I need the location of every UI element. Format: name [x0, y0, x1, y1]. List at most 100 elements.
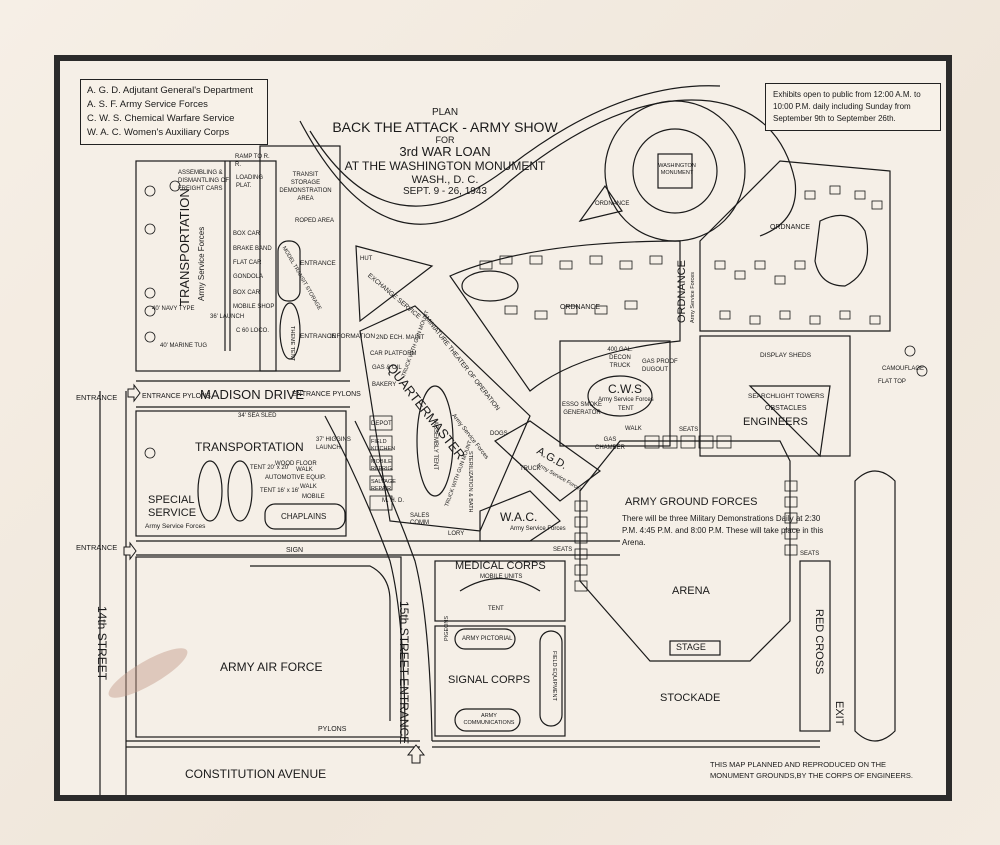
field-kitchen-label: FIELD KITCHEN — [371, 439, 396, 452]
constitution-avenue-label: CONSTITUTION AVENUE — [185, 767, 327, 781]
trees — [144, 180, 928, 459]
medical-mobile-arch — [459, 577, 541, 592]
flat-car-label: FLAT CAR — [233, 260, 262, 266]
title-main: BACK THE ATTACK - ARMY SHOW — [332, 118, 558, 135]
engineers-label: ENGINEERS — [743, 416, 808, 428]
ordnance-sub-label: Army Service Forces — [690, 271, 696, 323]
cws-area — [559, 340, 671, 447]
obstacles-label: OBSTACLES — [765, 405, 807, 412]
sales-comm-label: SALES COMM — [410, 513, 430, 526]
salvage-repair-label: SALVAGE REPAIR — [371, 479, 396, 492]
entrance-model: ENTRANCE — [300, 260, 336, 267]
field-equipment-label: FIELD EQUIPMENT — [551, 651, 557, 701]
chaplains-tent — [264, 503, 346, 530]
assembly-tent — [416, 385, 454, 497]
camouflage-label: CAMOUFLAGE — [882, 366, 925, 372]
signal-corps-label: SIGNAL CORPS — [448, 674, 531, 686]
cws-tent-label: TENT — [618, 406, 634, 412]
mobile-label: MOBILE — [302, 494, 325, 500]
engineers-area — [699, 335, 851, 457]
marine-tug-label: 40' MARINE TUG — [160, 343, 208, 349]
esso-label: ESSO SMOKE GENERATOR — [562, 402, 603, 416]
legend-box: A. G. D. Adjutant General's Department A… — [80, 79, 268, 145]
building-blocks — [369, 185, 883, 592]
army-air-force-area — [135, 556, 402, 738]
flat-top-label: FLAT TOP — [878, 379, 906, 385]
quartermaster-area — [359, 305, 531, 532]
title-plan: PLAN — [431, 107, 459, 118]
legend-item: A. G. D. Adjutant General's Department — [87, 85, 254, 96]
chaplains-label: CHAPLAINS — [281, 512, 327, 521]
walk-label: WALK — [296, 467, 313, 473]
fifteenth-street-west — [324, 415, 406, 742]
loco-label: C 60 LOCO. — [236, 328, 270, 334]
depot-label: DEPOT — [371, 421, 392, 427]
arrow-fifteenth — [406, 744, 426, 764]
fourteenth-street-label: 14th STREET — [95, 606, 109, 681]
north-drive-inner — [309, 85, 721, 207]
army-communications-box — [454, 708, 521, 732]
map-frame: A. G. D. Adjutant General's Department A… — [54, 55, 952, 801]
assembling-label: ASSEMBLING & DISMANTLING OF FREIGHT CARS — [178, 170, 230, 192]
mhd-label: M. H. D. — [382, 498, 404, 504]
title-location: AT THE WASHINGTON MONUMENT — [344, 158, 546, 173]
fifteenth-street-label: 15th STREET ENTRANCE — [397, 601, 411, 745]
agd-area — [493, 420, 602, 502]
red-cross-label: RED CROSS — [813, 609, 825, 675]
hut-label: HUT — [360, 256, 373, 262]
cws-oval — [587, 375, 653, 417]
title-dates: SEPT. 9 - 26, 1943 — [403, 186, 487, 198]
stage-label: STAGE — [676, 642, 706, 652]
arena-label: ARENA — [672, 585, 710, 597]
ordnance-main-label: ORDNANCE — [676, 260, 688, 323]
medical-corps-label: MEDICAL CORPS — [455, 560, 546, 572]
sign-label: SIGN — [286, 547, 304, 554]
red-cross-area — [799, 560, 831, 732]
mobile-refrig-label: MOBILE REFRIG. — [371, 459, 394, 472]
legend-item: C. W. S. Chemical Warfare Service — [87, 113, 235, 124]
box-car-2-label: BOX CAR — [233, 290, 261, 296]
wac-sub: Army Service Forces — [510, 526, 566, 532]
navy-type-label: 40' NAVY TYPE — [152, 306, 195, 312]
transportation-sub-label: Army Service Forces — [197, 226, 206, 301]
special-service-sub: Army Service Forces — [145, 523, 206, 530]
entrance-pylons-right: ENTRANCE PYLONS — [292, 391, 361, 398]
seats-label-3: SEATS — [553, 547, 573, 553]
wac-area — [479, 490, 561, 542]
transportation-area — [135, 160, 277, 372]
north-drive — [299, 99, 797, 237]
gondola-label: GONDOLA — [233, 274, 264, 280]
special-tent-1 — [197, 460, 223, 522]
cws-sub: Army Service Forces — [598, 397, 654, 403]
entrance-information: ENTRANCE — [300, 333, 336, 340]
assembly-tent-label: ASSEMBLY TENT — [432, 421, 438, 471]
army-pictorial-label: ARMY PICTORIAL — [462, 636, 513, 642]
field-equipment-box — [539, 630, 563, 727]
information-label: INFORMATION — [330, 333, 376, 340]
legend-item: W. A. C. Women's Auxiliary Corps — [87, 127, 230, 138]
model-transit-storage — [277, 240, 301, 302]
title-city: WASH., D. C. — [411, 173, 479, 186]
bakery-label: BAKERY — [372, 382, 397, 388]
medical-corps-area — [434, 560, 566, 622]
seats-label: SEATS — [679, 427, 699, 433]
transportation-lower — [135, 410, 347, 537]
arrow-west-top — [127, 383, 141, 403]
special-service-label: SPECIAL SERVICE — [148, 494, 197, 519]
wood-floor-label: WOOD FLOOR — [275, 461, 317, 467]
transportation-main-label: TRANSPORTATION — [177, 188, 192, 306]
seats-label-2: SEATS — [800, 551, 820, 557]
madison-drive-label: MADISON DRIVE — [200, 387, 305, 402]
loading-plat-label: LOADING PLAT. — [236, 175, 264, 189]
tent-20-label: TENT 20' x 20' — [250, 465, 290, 471]
box-car-1-label: BOX CAR — [233, 231, 261, 237]
lory-label: LORY — [448, 531, 465, 537]
display-sheds-label: DISPLAY SHEDS — [760, 352, 812, 359]
pylons-label: PYLONS — [318, 726, 347, 733]
mobile-units-label: MOBILE UNITS — [480, 574, 523, 580]
cws-label: C.W.S — [608, 382, 643, 396]
ordnance-oval-track — [814, 214, 869, 287]
brake-band-label: BRAKE BAND — [233, 246, 272, 252]
entrance-arrows — [123, 383, 426, 764]
roped-area-label: ROPED AREA — [295, 218, 335, 224]
